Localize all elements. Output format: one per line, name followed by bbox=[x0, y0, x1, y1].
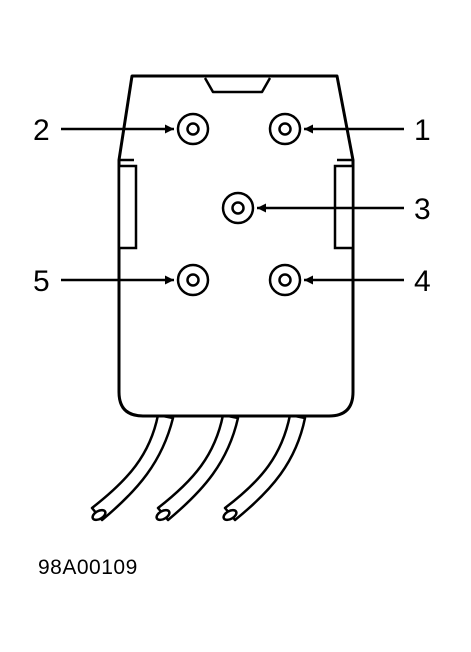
pin-5-terminal bbox=[176, 263, 210, 297]
pin-1-terminal bbox=[268, 112, 302, 146]
pin-4-terminal bbox=[268, 263, 302, 297]
wire-middle bbox=[156, 413, 240, 522]
pin-3-label: 3 bbox=[414, 193, 431, 226]
pin-2-label: 2 bbox=[33, 114, 50, 147]
wire-left bbox=[90, 413, 175, 522]
figure-code: 98A00109 bbox=[38, 556, 138, 579]
pin-1-label: 1 bbox=[414, 114, 431, 147]
leader-arrows bbox=[61, 124, 404, 285]
pin-5-label: 5 bbox=[33, 265, 50, 298]
pin-terminals bbox=[176, 112, 302, 297]
pin-3-terminal bbox=[221, 191, 255, 225]
pin-2-terminal bbox=[176, 112, 210, 146]
connector-body bbox=[117, 74, 355, 418]
left-locking-tab bbox=[117, 164, 138, 250]
top-notch bbox=[203, 77, 272, 94]
pin-4-label: 4 bbox=[414, 265, 431, 298]
wire-right bbox=[223, 413, 307, 522]
wire-bundle bbox=[90, 413, 307, 522]
